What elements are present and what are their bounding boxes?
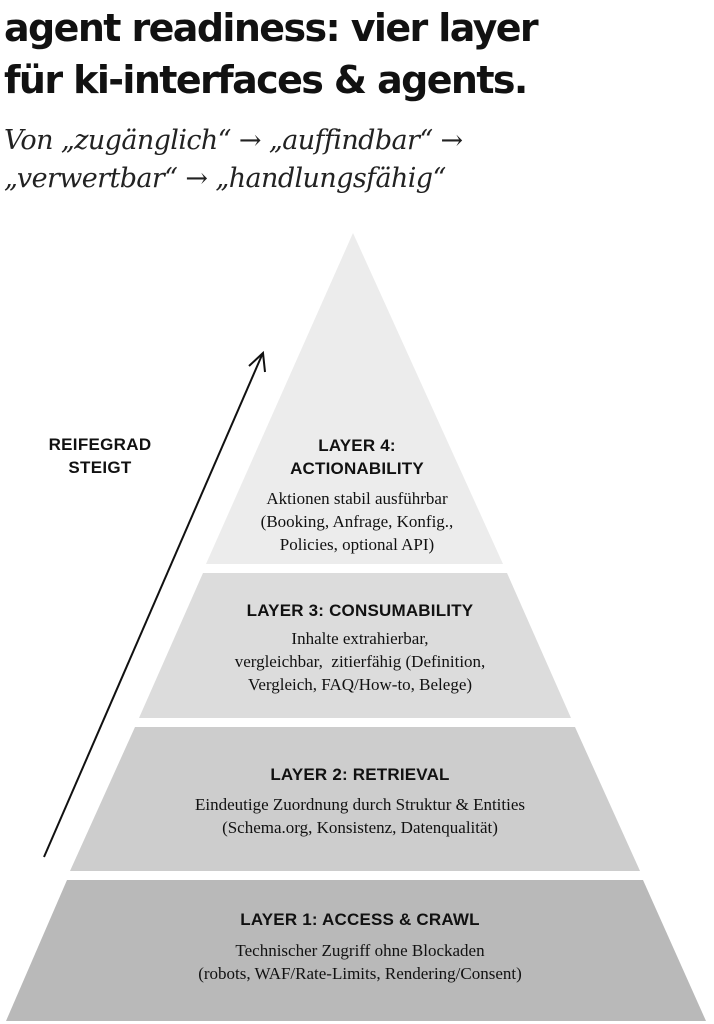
page-subtitle: Von „zugänglich“ → „auffindbar“ → „verwe… — [4, 122, 710, 198]
layer-1-desc-line-2: (robots, WAF/Rate-Limits, Rendering/Cons… — [198, 964, 522, 983]
subtitle-line-2: „verwertbar“ → „handlungsfähig“ — [4, 163, 446, 194]
maturity-arrow-head — [248, 350, 266, 373]
layer-3-desc-line-1: Inhalte extrahierbar, — [291, 629, 429, 648]
layer-3-block: LAYER 3: CONSUMABILITY Inhalte extrahier… — [150, 599, 570, 696]
layer-4-title-line-1: LAYER 4: — [318, 436, 396, 455]
layer-3-desc-line-2: vergleichbar, zitierfähig (Definition, — [234, 652, 486, 671]
layer-4-description: Aktionen stabil ausführbar (Booking, Anf… — [207, 487, 507, 556]
layer-1-shape — [6, 880, 706, 1021]
layer-3-desc-line-3: Vergleich, FAQ/How-to, Belege) — [247, 675, 473, 694]
layer-3-title: LAYER 3: CONSUMABILITY — [150, 599, 570, 622]
layer-4-shape — [206, 233, 503, 564]
layer-4-desc-line-2: (Booking, Anfrage, Konfig., — [260, 512, 454, 531]
layer-4-desc-line-3: Policies, optional API) — [279, 535, 435, 554]
layer-1-desc-line-1: Technischer Zugriff ohne Blockaden — [235, 941, 485, 960]
layer-3-description: Inhalte extrahierbar, vergleichbar, ziti… — [150, 627, 570, 696]
layer-2-desc-line-1: Eindeutige Zuordnung durch Struktur & En… — [194, 795, 526, 814]
layer-2-title-text: LAYER 2: RETRIEVAL — [270, 765, 450, 784]
maturity-label-line-1: REIFEGRAD — [48, 435, 152, 454]
layer-3-title-text: LAYER 3: CONSUMABILITY — [246, 601, 474, 620]
layer-3-shape — [139, 573, 571, 718]
layer-4-desc-line-1: Aktionen stabil ausführbar — [266, 489, 448, 508]
layer-1-description: Technischer Zugriff ohne Blockaden (robo… — [30, 939, 690, 985]
layer-1-block: LAYER 1: ACCESS & CRAWL Technischer Zugr… — [30, 908, 690, 985]
title-line-2: für ki-interfaces & agents. — [4, 58, 528, 102]
layer-1-title-text: LAYER 1: ACCESS & CRAWL — [240, 910, 480, 929]
layer-2-shape — [70, 727, 640, 871]
layer-4-title-line-2: ACTIONABILITY — [290, 459, 424, 478]
layer-2-description: Eindeutige Zuordnung durch Struktur & En… — [90, 793, 630, 839]
layer-2-desc-line-2: (Schema.org, Konsistenz, Datenqualität) — [222, 818, 498, 837]
maturity-label-line-2: STEIGT — [68, 458, 132, 477]
layer-2-block: LAYER 2: RETRIEVAL Eindeutige Zuordnung … — [90, 763, 630, 839]
layer-4-block: LAYER 4: ACTIONABILITY Aktionen stabil a… — [207, 434, 507, 556]
maturity-label: REIFEGRAD STEIGT — [30, 433, 170, 479]
title-line-1: agent readiness: vier layer — [4, 6, 539, 50]
layer-1-title: LAYER 1: ACCESS & CRAWL — [30, 908, 690, 931]
subtitle-line-1: Von „zugänglich“ → „auffindbar“ → — [4, 125, 463, 156]
page-title: agent readiness: vier layer für ki-inter… — [4, 2, 710, 106]
maturity-arrow-line — [43, 354, 263, 858]
layer-2-title: LAYER 2: RETRIEVAL — [90, 763, 630, 786]
layer-4-title: LAYER 4: ACTIONABILITY — [207, 434, 507, 480]
